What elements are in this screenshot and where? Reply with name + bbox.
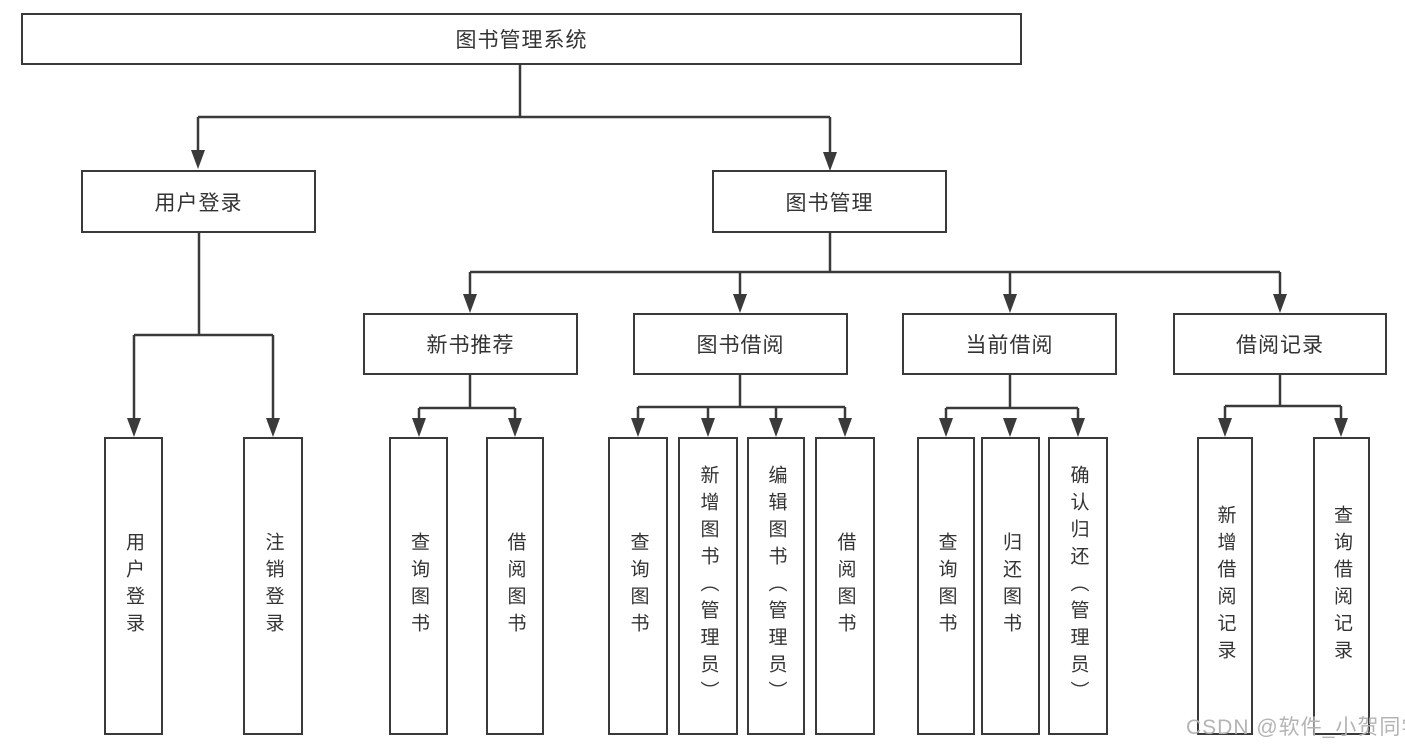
- leaf-query-book-1: 查询图书: [389, 437, 448, 735]
- arrow-down-icon: [508, 418, 522, 437]
- leaf-label: 注销登录: [262, 532, 284, 640]
- leaf-add-borrow-record: 新增借阅记录: [1197, 437, 1253, 735]
- arrow-down-icon: [631, 418, 645, 437]
- node-borrow-record: 借阅记录: [1173, 313, 1387, 375]
- csdn-watermark: CSDN @软件_小贺同学: [1186, 716, 1405, 739]
- arrow-down-icon: [1218, 418, 1232, 437]
- leaf-label: 查询借阅记录: [1331, 505, 1352, 667]
- arrow-down-icon: [701, 418, 715, 437]
- leaf-edit-book-admin: 编辑图书（管理员）: [747, 437, 805, 735]
- leaf-label: 查询图书: [935, 532, 957, 640]
- arrow-down-icon: [1334, 418, 1348, 437]
- leaf-borrow-book-2: 借阅图书: [815, 437, 875, 735]
- leaf-add-book-admin: 新增图书（管理员）: [678, 437, 738, 735]
- leaf-query-borrow-record: 查询借阅记录: [1313, 437, 1370, 735]
- leaf-user-login: 用户登录: [104, 437, 163, 735]
- arrow-down-icon: [1273, 294, 1287, 313]
- arrow-down-icon: [127, 418, 141, 437]
- leaf-return-book: 归还图书: [981, 437, 1040, 735]
- node-book-borrow: 图书借阅: [633, 313, 848, 375]
- arrow-down-icon: [733, 294, 747, 313]
- tree-edges: [132, 65, 1343, 422]
- arrow-down-icon: [939, 418, 953, 437]
- leaf-query-book-2: 查询图书: [608, 437, 668, 735]
- arrow-down-icon: [412, 418, 426, 437]
- arrow-down-icon: [769, 418, 783, 437]
- node-new-book-recommend: 新书推荐: [363, 313, 578, 375]
- leaf-query-book-3: 查询图书: [917, 437, 975, 735]
- arrow-down-icon: [1003, 294, 1017, 313]
- arrow-down-icon: [1003, 418, 1017, 437]
- leaf-label: 确认归还（管理员）: [1067, 464, 1089, 708]
- leaf-label: 归还图书: [1000, 532, 1021, 640]
- arrow-down-icon: [463, 294, 477, 313]
- node-current-borrow: 当前借阅: [902, 313, 1117, 375]
- leaf-label: 查询图书: [627, 532, 649, 640]
- arrow-down-icon: [191, 150, 205, 169]
- leaf-logout: 注销登录: [243, 437, 303, 735]
- node-book-management: 图书管理: [712, 170, 947, 233]
- leaf-borrow-book-1: 借阅图书: [486, 437, 544, 735]
- arrow-down-icon: [266, 418, 280, 437]
- arrow-down-icon: [838, 418, 852, 437]
- arrowheads: [127, 150, 1348, 437]
- leaf-label: 用户登录: [123, 532, 144, 640]
- leaf-label: 查询图书: [408, 532, 429, 640]
- leaf-label: 新增图书（管理员）: [697, 464, 719, 708]
- node-root: 图书管理系统: [21, 13, 1022, 65]
- leaf-confirm-return-admin: 确认归还（管理员）: [1048, 437, 1108, 735]
- leaf-label: 编辑图书（管理员）: [765, 464, 787, 708]
- arrow-down-icon: [1071, 418, 1085, 437]
- leaf-label: 借阅图书: [834, 532, 856, 640]
- leaf-label: 借阅图书: [504, 532, 526, 640]
- leaf-label: 新增借阅记录: [1214, 505, 1236, 667]
- arrow-down-icon: [823, 152, 837, 171]
- node-user-login: 用户登录: [81, 170, 316, 233]
